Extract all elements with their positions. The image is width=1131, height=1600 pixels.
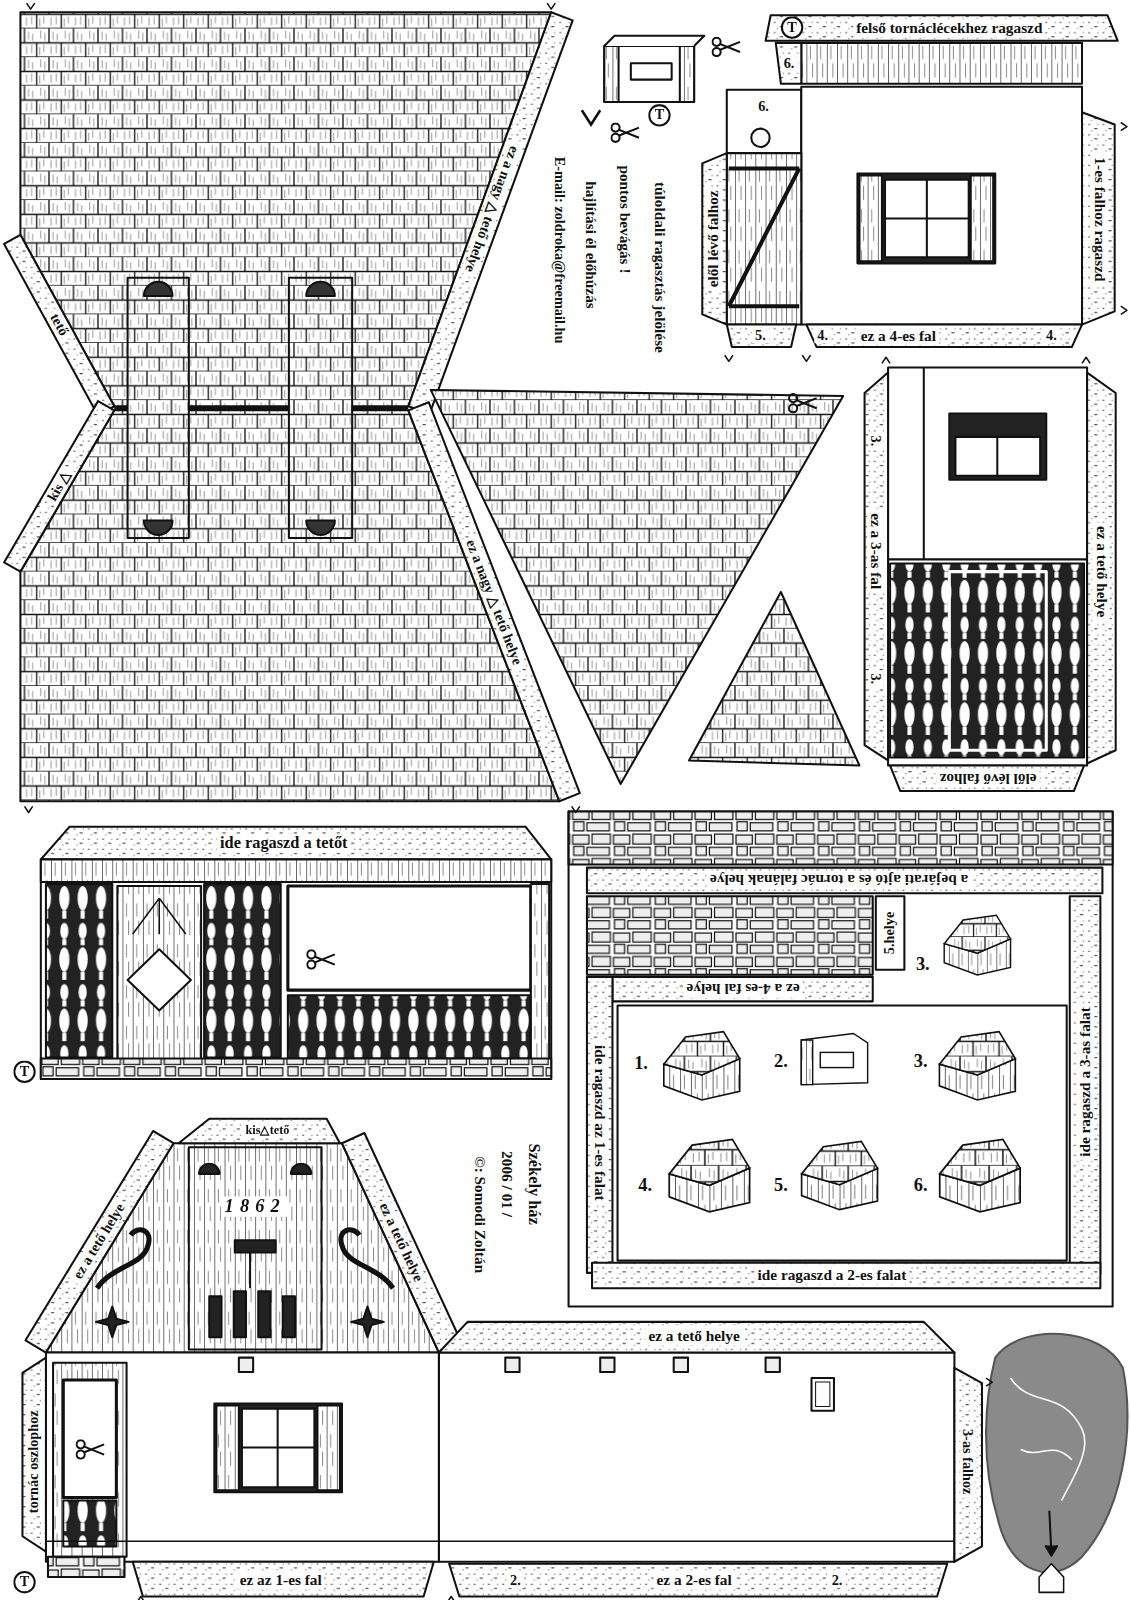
legend-text: pontos bevágás !: [616, 162, 633, 276]
note-text: ©: Somodi Zoltán: [471, 1153, 488, 1276]
piece-label: 1862: [222, 1196, 289, 1216]
piece-label: 5.: [771, 1176, 791, 1196]
cutout-piece: tető kis △ ez a nagy △ tető helye ez a nagy…: [2, 5, 589, 811]
piece-label: ez a 3-as fal: [867, 510, 884, 592]
piece-label: 4.: [1043, 328, 1060, 344]
piece-label: ez a 4-es fal helye: [684, 981, 803, 998]
piece-label: elől lévő falhoz: [705, 187, 722, 290]
piece-label: 2.: [829, 1572, 846, 1588]
piece-label: 3.: [868, 670, 884, 687]
piece-label: 6.: [911, 1176, 931, 1196]
piece-label: 1-es falhoz ragaszd: [1091, 154, 1108, 284]
title-text: Székely ház: [525, 1140, 543, 1227]
piece-label: 4.: [814, 328, 831, 344]
cutout-piece: kis△tető ez a tető helye ez a tető helye 18…: [18, 1105, 467, 1598]
piece-label: kis △: [43, 465, 76, 506]
piece-label: ez a tető helye: [1093, 523, 1110, 621]
cutout-piece: felső tornáclécekhez ragaszd 6. 6. elől lév…: [694, 8, 1123, 355]
piece-label: a bejárati ajtó és a tornác falának hely…: [707, 871, 971, 888]
note-text: E-mail: zoldroka@freemail.hu: [552, 154, 568, 347]
piece-label: 6.: [755, 98, 772, 114]
glue-mark: T: [13, 1571, 35, 1593]
piece-label: ide ragaszd az 1-es falat: [592, 1042, 609, 1204]
piece-label: 1.: [631, 1054, 651, 1074]
piece-label: ez a 4-es fal: [858, 327, 939, 344]
glue-mark: T: [781, 16, 803, 38]
piece-label: felső tornáclécekhez ragaszd: [853, 20, 1045, 37]
piece-label: ez a nagy △ tető helye: [462, 534, 527, 670]
piece-label: ez a tető helye: [68, 1198, 129, 1284]
cutout-piece: a bejárati ajtó és a tornác falának hely…: [564, 809, 1115, 1309]
cutout-piece: ez a tető helye 2. ez a 2-es fal 2. 3-as fal…: [439, 1317, 985, 1599]
piece-label: 2.: [771, 1051, 791, 1071]
piece-label: ide ragaszd a 3-as falat: [1077, 1004, 1094, 1160]
piece-label: kis△tető: [242, 1124, 292, 1137]
piece-label: 3.: [913, 955, 933, 975]
cutout-piece: 3. ez a 3-as fal 3. ez a tető helye elől lév…: [860, 362, 1122, 796]
piece-label: 3.: [911, 1051, 931, 1071]
glue-mark: T: [13, 1061, 35, 1083]
legend-text: hajlítási él előhúzás: [583, 178, 600, 312]
legend-text: túloldali ragasztás jelölése: [651, 179, 668, 356]
piece-label: ez a tető helye: [645, 1328, 743, 1345]
piece-label: ide ragaszd a tetőt: [217, 834, 351, 852]
piece-label: 4.: [635, 1176, 655, 1196]
piece-label: ez az 1-es fal: [237, 1572, 325, 1589]
piece-label: tornác oszlophoz: [26, 1407, 42, 1516]
piece-label: elől lévő falhoz: [937, 770, 1040, 787]
piece-label: ez a 2-es fal: [653, 1572, 734, 1589]
piece-label: 6.: [781, 55, 798, 71]
piece-label: 3-as falhoz: [960, 1426, 976, 1498]
note-text: 2006 / 01 /: [499, 1148, 516, 1220]
cutout-piece: ide ragaszd a tetőt: [29, 822, 560, 1087]
piece-label: ez a nagy △ tető helye: [461, 141, 523, 277]
piece-label: ide ragaszd a 2-es falat: [754, 1267, 909, 1284]
piece-label: 3.: [868, 433, 884, 450]
piece-label: 2.: [507, 1572, 524, 1588]
piece-label: ez a tető helye: [375, 1198, 428, 1288]
piece-label: tető: [45, 308, 73, 341]
glue-mark: T: [648, 104, 670, 126]
piece-label: 5.: [752, 328, 769, 344]
piece-label: 5.helye: [882, 909, 898, 958]
